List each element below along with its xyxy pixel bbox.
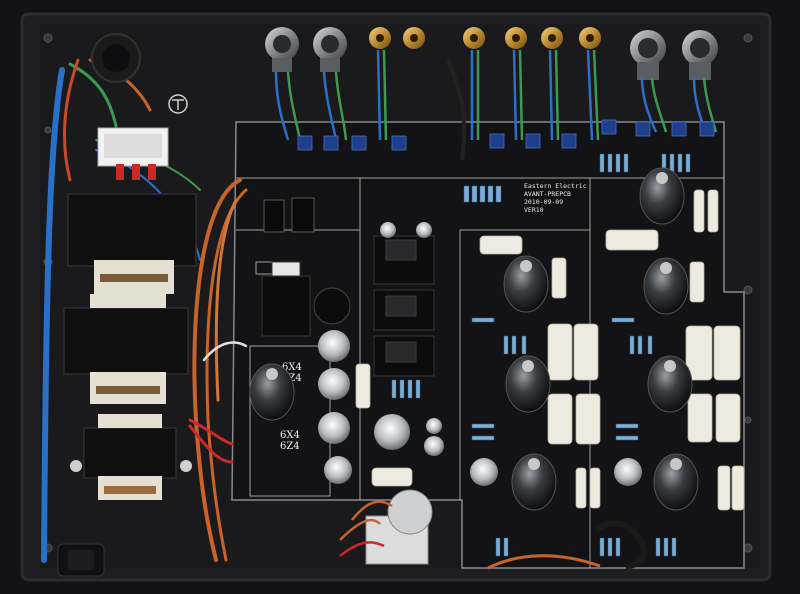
tube-v6 — [653, 453, 699, 511]
vacuum-tubes — [249, 167, 699, 511]
rectifier-1-label: 6X4 — [282, 362, 302, 373]
tube-v5 — [511, 453, 557, 511]
ic-chips — [263, 197, 315, 233]
xlr-connectors-left — [265, 27, 347, 72]
tube-v1 — [503, 255, 549, 313]
pcb-version: VER10 — [524, 206, 544, 214]
ground-symbol — [168, 94, 188, 114]
resistors — [391, 153, 691, 557]
regulator-heatsinks — [261, 235, 435, 377]
power-transformer-2 — [63, 294, 189, 404]
bottom-cable — [487, 520, 647, 570]
film-caps — [355, 189, 745, 511]
pcb-date: 2010-09-09 — [524, 198, 563, 206]
rectifier-2-label: 6X4 — [280, 430, 300, 441]
iec-inlet — [91, 33, 141, 83]
line-filter-module — [97, 127, 169, 180]
pcb-model-marking: Eastern Electric AVANT-PREPCB 2010-09-09… — [524, 182, 587, 214]
power-switch — [57, 543, 105, 577]
tube-v3 — [505, 355, 551, 413]
tube-v-top-right — [639, 167, 685, 225]
tube-v2 — [643, 257, 689, 315]
signal-wires — [274, 49, 718, 161]
rectifier-2-alt-label: 6Z4 — [280, 441, 300, 452]
electrolytic-caps — [313, 222, 642, 486]
pcb-model: AVANT-PREPCB — [524, 190, 571, 198]
rectifier-tube-1 — [249, 363, 295, 421]
xlr-connectors-right — [630, 30, 718, 80]
volume-potentiometer — [339, 489, 433, 565]
rca-jacks — [369, 27, 601, 49]
power-transformer-1 — [67, 193, 197, 294]
pcb-brand: Eastern Electric — [524, 182, 587, 190]
tube-v4 — [647, 355, 693, 413]
filament-transformer — [70, 414, 192, 500]
relay-row — [297, 119, 715, 151]
